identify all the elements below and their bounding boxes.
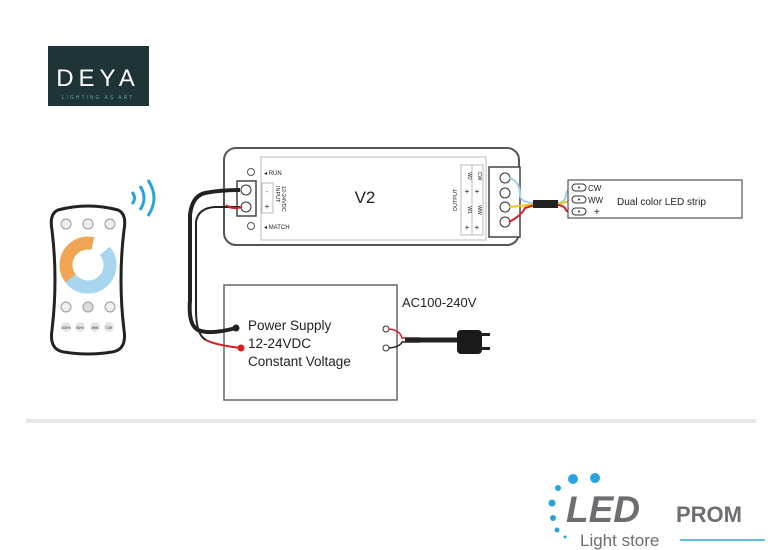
color-wheel-cool [59, 236, 117, 294]
favorite-button-icon [82, 218, 94, 230]
run-led-icon [247, 168, 255, 176]
led-strip: CW WW + Dual color LED strip [567, 179, 743, 219]
svg-text:+: + [265, 202, 270, 211]
svg-text:LED: LED [566, 489, 640, 530]
plug-icon [457, 330, 482, 354]
svg-text:OUTPUT: OUTPUT [453, 188, 459, 211]
right-arrow-icon [104, 301, 116, 313]
ac-plug [388, 328, 490, 354]
match-button-icon[interactable] [247, 222, 255, 230]
svg-text:+: + [465, 223, 470, 232]
deya-logo [48, 46, 149, 106]
remote-control: 100% 50% WW CW [49, 204, 127, 356]
svg-text:Light store: Light store [580, 531, 659, 550]
svg-text:W1: W1 [466, 206, 472, 214]
svg-text:W2: W2 [466, 172, 472, 180]
svg-text:WW: WW [476, 205, 482, 215]
svg-text:+: + [475, 187, 480, 196]
deya-logo-mark: DEYA LIGHTING AS ART [56, 65, 140, 101]
svg-text:CW: CW [588, 184, 602, 193]
svg-text:PROM: PROM [676, 502, 742, 527]
svg-text:-: - [266, 189, 269, 196]
power-icon [82, 301, 94, 313]
favorite-button-icon [60, 218, 72, 230]
favorite-buttons [60, 218, 116, 230]
svg-text:100%: 100% [62, 326, 71, 330]
divider [26, 419, 756, 423]
dc-wires [187, 188, 245, 352]
svg-text:◂ RUN: ◂ RUN [264, 171, 282, 177]
svg-text:Power Supply: Power Supply [248, 318, 332, 333]
cable-sheath [533, 200, 558, 208]
terminal-screw-icon [240, 184, 252, 196]
svg-text:WW: WW [92, 326, 99, 330]
svg-text:Dual color LED strip: Dual color LED strip [617, 197, 706, 208]
svg-text:CW: CW [106, 326, 113, 330]
wireless-signal-icon [130, 179, 156, 217]
svg-text:+: + [594, 207, 600, 218]
svg-text:AC100-240V: AC100-240V [402, 295, 477, 310]
svg-text:+: + [465, 187, 470, 196]
svg-text:12-24VDC: 12-24VDC [280, 186, 286, 212]
power-supply: Power Supply 12-24VDC Constant Voltage A… [223, 284, 477, 401]
svg-text:V2: V2 [355, 188, 376, 207]
svg-text:CW: CW [476, 172, 482, 181]
left-arrow-icon [60, 301, 72, 313]
terminal-screw-icon [240, 201, 252, 213]
favorite-button-icon [104, 218, 116, 230]
svg-text:WW: WW [588, 196, 604, 205]
svg-text:DEYA: DEYA [56, 65, 140, 92]
svg-text:12-24VDC: 12-24VDC [248, 336, 311, 351]
controller-v2: V2 ◂ RUN ◂ MATCH - + INPUT 12-24VDC OUTP… [223, 147, 521, 246]
svg-text:LIGHTING AS ART: LIGHTING AS ART [62, 95, 134, 101]
svg-text:+: + [475, 223, 480, 232]
svg-text:INPUT: INPUT [274, 186, 280, 203]
svg-text:Constant Voltage: Constant Voltage [248, 354, 351, 369]
svg-text:50%: 50% [76, 326, 83, 330]
svg-text:◂ MATCH: ◂ MATCH [264, 225, 290, 231]
ledprom-logo: LED PROM Light store [548, 473, 765, 550]
